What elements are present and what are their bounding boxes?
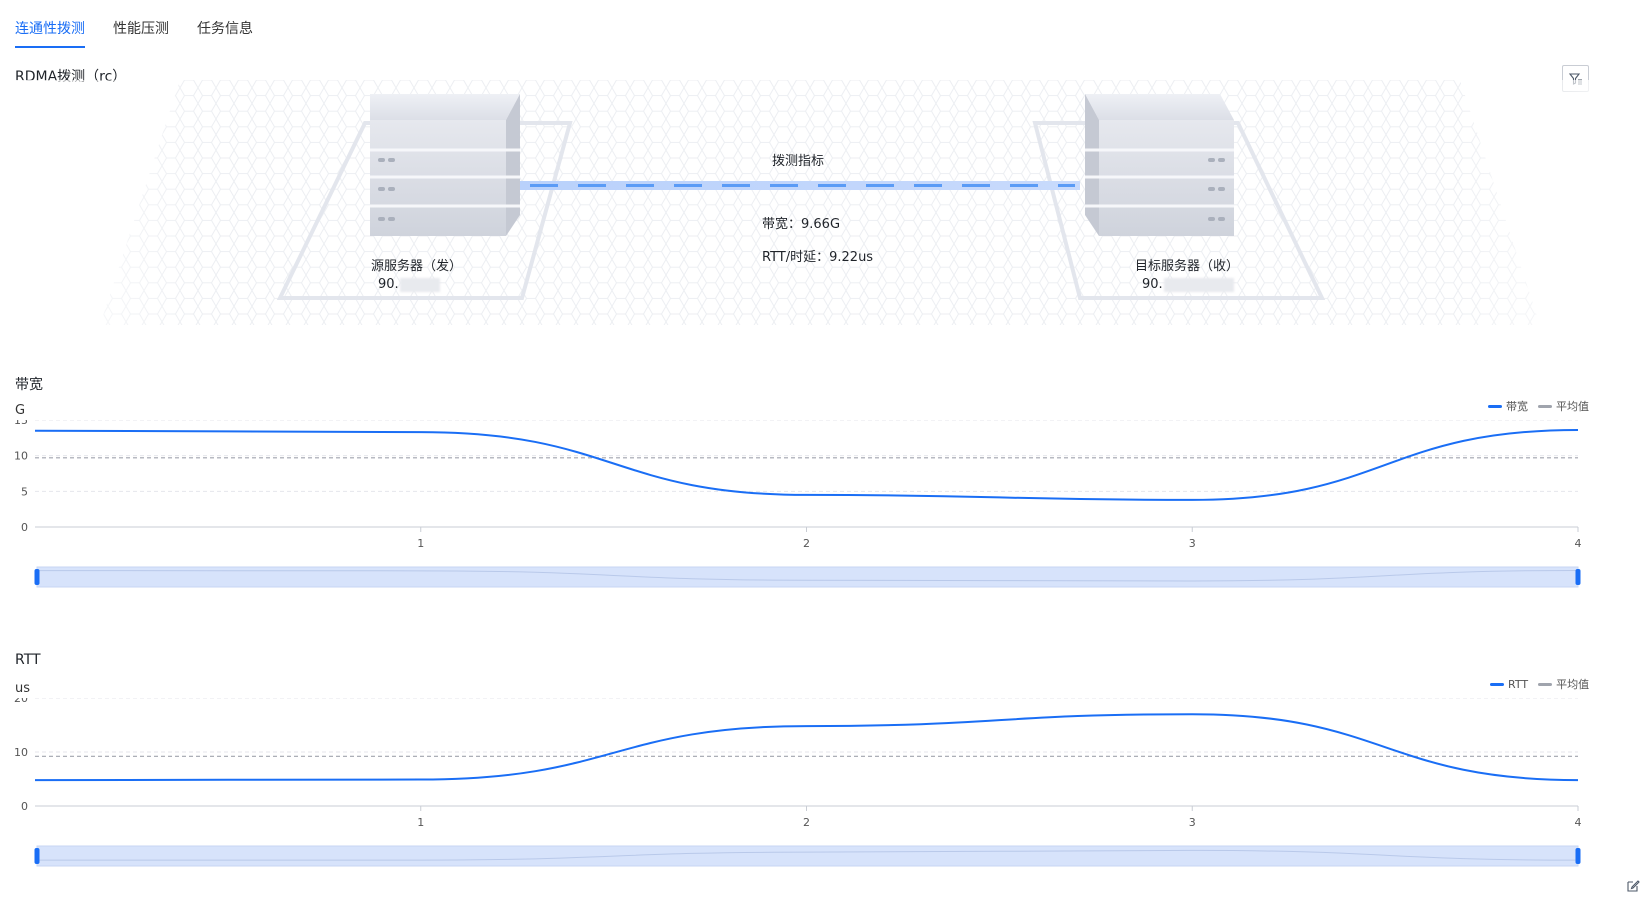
x-tick-label: 1: [417, 816, 424, 829]
x-tick-label: 3: [1189, 816, 1196, 829]
target-server-ip: 90.: [1142, 277, 1234, 292]
legend-item-average[interactable]: 平均值: [1538, 676, 1589, 692]
y-tick-label: 10: [14, 450, 28, 463]
y-tick-label: 0: [21, 800, 28, 813]
bandwidth-legend: 带宽 平均值: [1478, 398, 1589, 414]
legend-item-rtt[interactable]: RTT: [1490, 678, 1528, 691]
metrics-title: 拨测指标: [772, 154, 825, 169]
ip-mask: [1163, 277, 1234, 292]
x-tick-label: 4: [1575, 816, 1582, 829]
legend-item-average[interactable]: 平均值: [1538, 398, 1589, 414]
topology-diagram: 拨测指标 带宽：9.66G RTT/时延：9.22us 源服务器（发） 90. …: [0, 80, 1643, 350]
rtt-unit: us: [15, 681, 31, 696]
zoom-handle-right[interactable]: [1575, 569, 1581, 585]
rtt-metric: RTT/时延：9.22us: [762, 250, 874, 265]
y-tick-label: 5: [21, 485, 28, 498]
legend-swatch: [1538, 682, 1553, 686]
zoom-handle-right[interactable]: [1575, 848, 1581, 864]
zoom-handle-left[interactable]: [34, 848, 40, 864]
bandwidth-chart: 0 5 10 15 1 2 3 4: [14, 420, 1582, 588]
source-server-icon: [370, 94, 520, 236]
y-tick-label: 20: [14, 698, 28, 705]
legend-swatch: [1488, 404, 1502, 408]
source-server-ip: 90.: [378, 277, 440, 292]
edit-icon: [1626, 880, 1640, 892]
rtt-chart: 0 10 20 1 2 3 4: [14, 698, 1582, 867]
tab-performance-test[interactable]: 性能压测: [113, 21, 169, 37]
target-server-label: 目标服务器（收）: [1135, 259, 1240, 274]
bandwidth-chart-title: 带宽: [15, 377, 43, 393]
source-ip-text: 90.: [378, 277, 399, 292]
x-tick-label: 2: [803, 537, 810, 550]
target-server-icon: [1085, 94, 1234, 236]
target-ip-text: 90.: [1142, 277, 1163, 292]
tab-connectivity-probe[interactable]: 连通性拨测: [15, 18, 85, 48]
zoom-preview-line: [34, 849, 1579, 861]
edit-button[interactable]: [1622, 874, 1643, 898]
bandwidth-unit: G: [15, 403, 26, 418]
y-tick-label: 0: [21, 521, 28, 534]
y-tick-label: 15: [14, 420, 28, 427]
legend-label: 平均值: [1556, 678, 1590, 691]
legend-swatch: [1490, 682, 1504, 686]
ip-mask: [399, 277, 440, 292]
bandwidth-metric: 带宽：9.66G: [762, 217, 841, 232]
rtt-chart-title: RTT: [15, 652, 41, 668]
x-tick-label: 2: [803, 816, 810, 829]
zoom-preview-line: [34, 569, 1579, 582]
series-line: [34, 428, 1579, 501]
legend-item-bandwidth[interactable]: 带宽: [1488, 398, 1528, 414]
tab-bar: 连通性拨测 性能压测 任务信息: [15, 18, 281, 48]
legend-swatch: [1538, 404, 1552, 408]
zoom-range-track: [36, 845, 1579, 867]
zoom-handle-left[interactable]: [34, 569, 40, 585]
source-server-label: 源服务器（发）: [371, 259, 463, 274]
x-tick-label: 3: [1189, 537, 1196, 550]
rtt-legend: RTT 平均值: [1480, 676, 1589, 692]
x-tick-label: 4: [1575, 537, 1582, 550]
legend-label: RTT: [1508, 677, 1529, 691]
y-tick-label: 10: [14, 746, 28, 759]
topology-graphic: [0, 80, 1643, 350]
series-line: [34, 713, 1579, 782]
tab-task-info[interactable]: 任务信息: [197, 21, 253, 37]
legend-label: 平均值: [1556, 400, 1589, 413]
legend-label: 带宽: [1506, 400, 1528, 413]
zoom-range-track: [36, 566, 1579, 588]
x-tick-label: 1: [417, 537, 424, 550]
